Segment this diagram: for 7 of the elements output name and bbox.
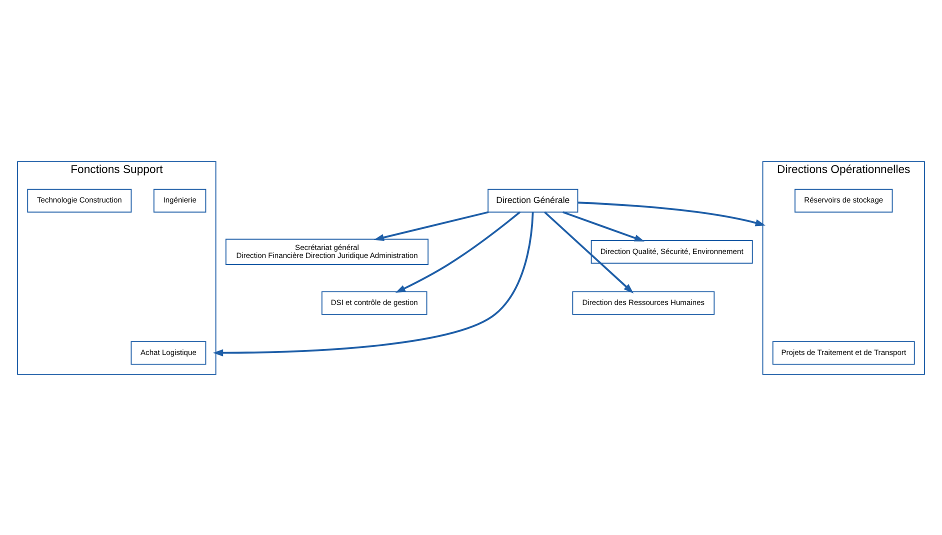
arrow — [374, 210, 489, 240]
node-box: Direction Générale — [488, 188, 578, 212]
arrow — [578, 201, 766, 226]
arrow — [544, 210, 634, 293]
arrow — [395, 210, 520, 292]
arrow — [212, 212, 534, 356]
arrow — [562, 210, 645, 241]
